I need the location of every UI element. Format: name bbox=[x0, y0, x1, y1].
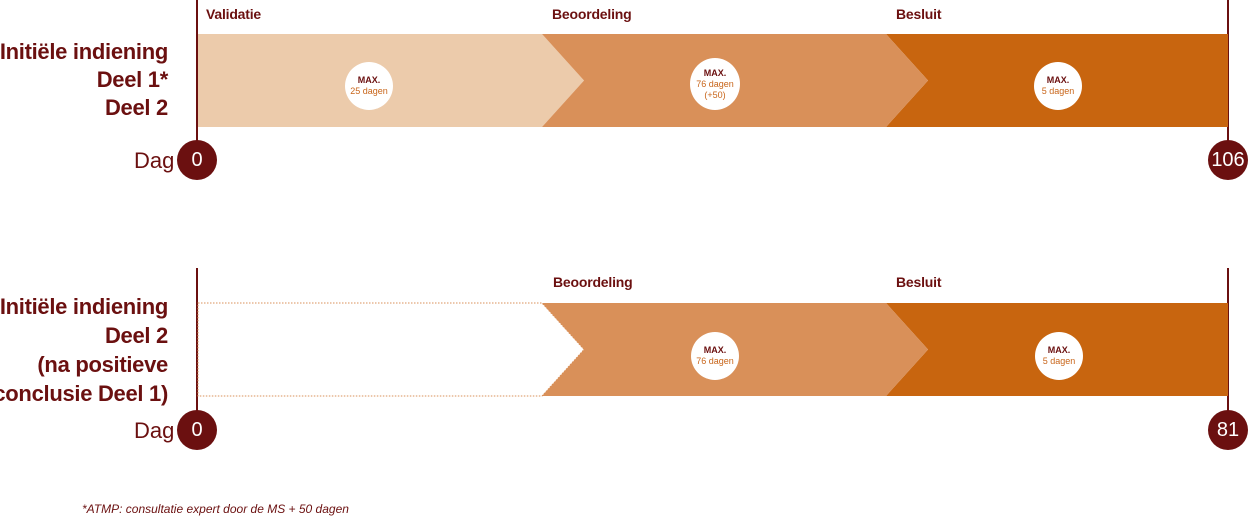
start-line bbox=[196, 268, 198, 431]
bubble-max-label: MAX. bbox=[1047, 345, 1071, 355]
bubble-days: 25 dagen bbox=[350, 86, 388, 96]
start-line bbox=[196, 0, 198, 160]
timeline-part2: Initiële indiening Deel 2 (na positieve … bbox=[0, 268, 1250, 483]
end-day-marker: 81 bbox=[1208, 410, 1248, 450]
phase-label-besluit: Besluit bbox=[896, 6, 942, 22]
title-line: Deel 2 bbox=[104, 95, 168, 120]
footnote: *ATMP: consultatie expert door de MS + 5… bbox=[82, 502, 349, 516]
end-day-marker: 106 bbox=[1208, 140, 1248, 180]
dag-label: Dag bbox=[134, 418, 175, 443]
bubble-days: 76 dagen bbox=[696, 78, 734, 89]
title-line: (na positieve bbox=[37, 352, 168, 377]
duration-bubble-beoordeling: MAX. 76 dagen (+50) bbox=[690, 58, 740, 110]
duration-bubble-validatie: MAX. 25 dagen bbox=[345, 62, 393, 110]
phase-label-besluit: Besluit bbox=[896, 274, 942, 290]
phase-label-beoordeling: Beoordeling bbox=[552, 6, 632, 22]
end-line bbox=[1227, 0, 1229, 160]
timeline-part1-and-2: Initiële indiening Deel 1* Deel 2 Valida… bbox=[0, 0, 1250, 210]
title-line: Deel 2 bbox=[104, 323, 168, 348]
dag-label: Dag bbox=[134, 148, 175, 173]
bubble-days: 5 dagen bbox=[1042, 356, 1076, 366]
end-line bbox=[1227, 268, 1229, 431]
phase-label-validatie: Validatie bbox=[206, 6, 262, 22]
bubble-days: 76 dagen bbox=[696, 356, 734, 366]
bubble-max-label: MAX. bbox=[357, 75, 381, 85]
phase-label-beoordeling: Beoordeling bbox=[553, 274, 633, 290]
title-line: conclusie Deel 1) bbox=[0, 381, 168, 406]
bubble-days: 5 dagen bbox=[1041, 86, 1075, 96]
title-line: Deel 1* bbox=[96, 67, 169, 92]
start-day-marker: 0 bbox=[177, 140, 217, 180]
bubble-max-label: MAX. bbox=[703, 67, 727, 78]
start-day-marker: 0 bbox=[177, 410, 217, 450]
timeline-title: Initiële indiening Deel 2 (na positieve … bbox=[0, 292, 168, 408]
duration-bubble-besluit: MAX. 5 dagen bbox=[1034, 62, 1082, 110]
timeline-title: Initiële indiening Deel 1* Deel 2 bbox=[0, 38, 168, 122]
bubble-max-label: MAX. bbox=[1046, 75, 1070, 85]
phase-segment-empty bbox=[197, 302, 585, 397]
title-line: Initiële indiening bbox=[0, 39, 168, 64]
bubble-max-label: MAX. bbox=[703, 345, 727, 355]
duration-bubble-beoordeling: MAX. 76 dagen bbox=[691, 332, 739, 380]
duration-bubble-besluit: MAX. 5 dagen bbox=[1035, 332, 1083, 380]
title-line: Initiële indiening bbox=[0, 294, 168, 319]
bubble-extra-days: (+50) bbox=[704, 89, 726, 100]
